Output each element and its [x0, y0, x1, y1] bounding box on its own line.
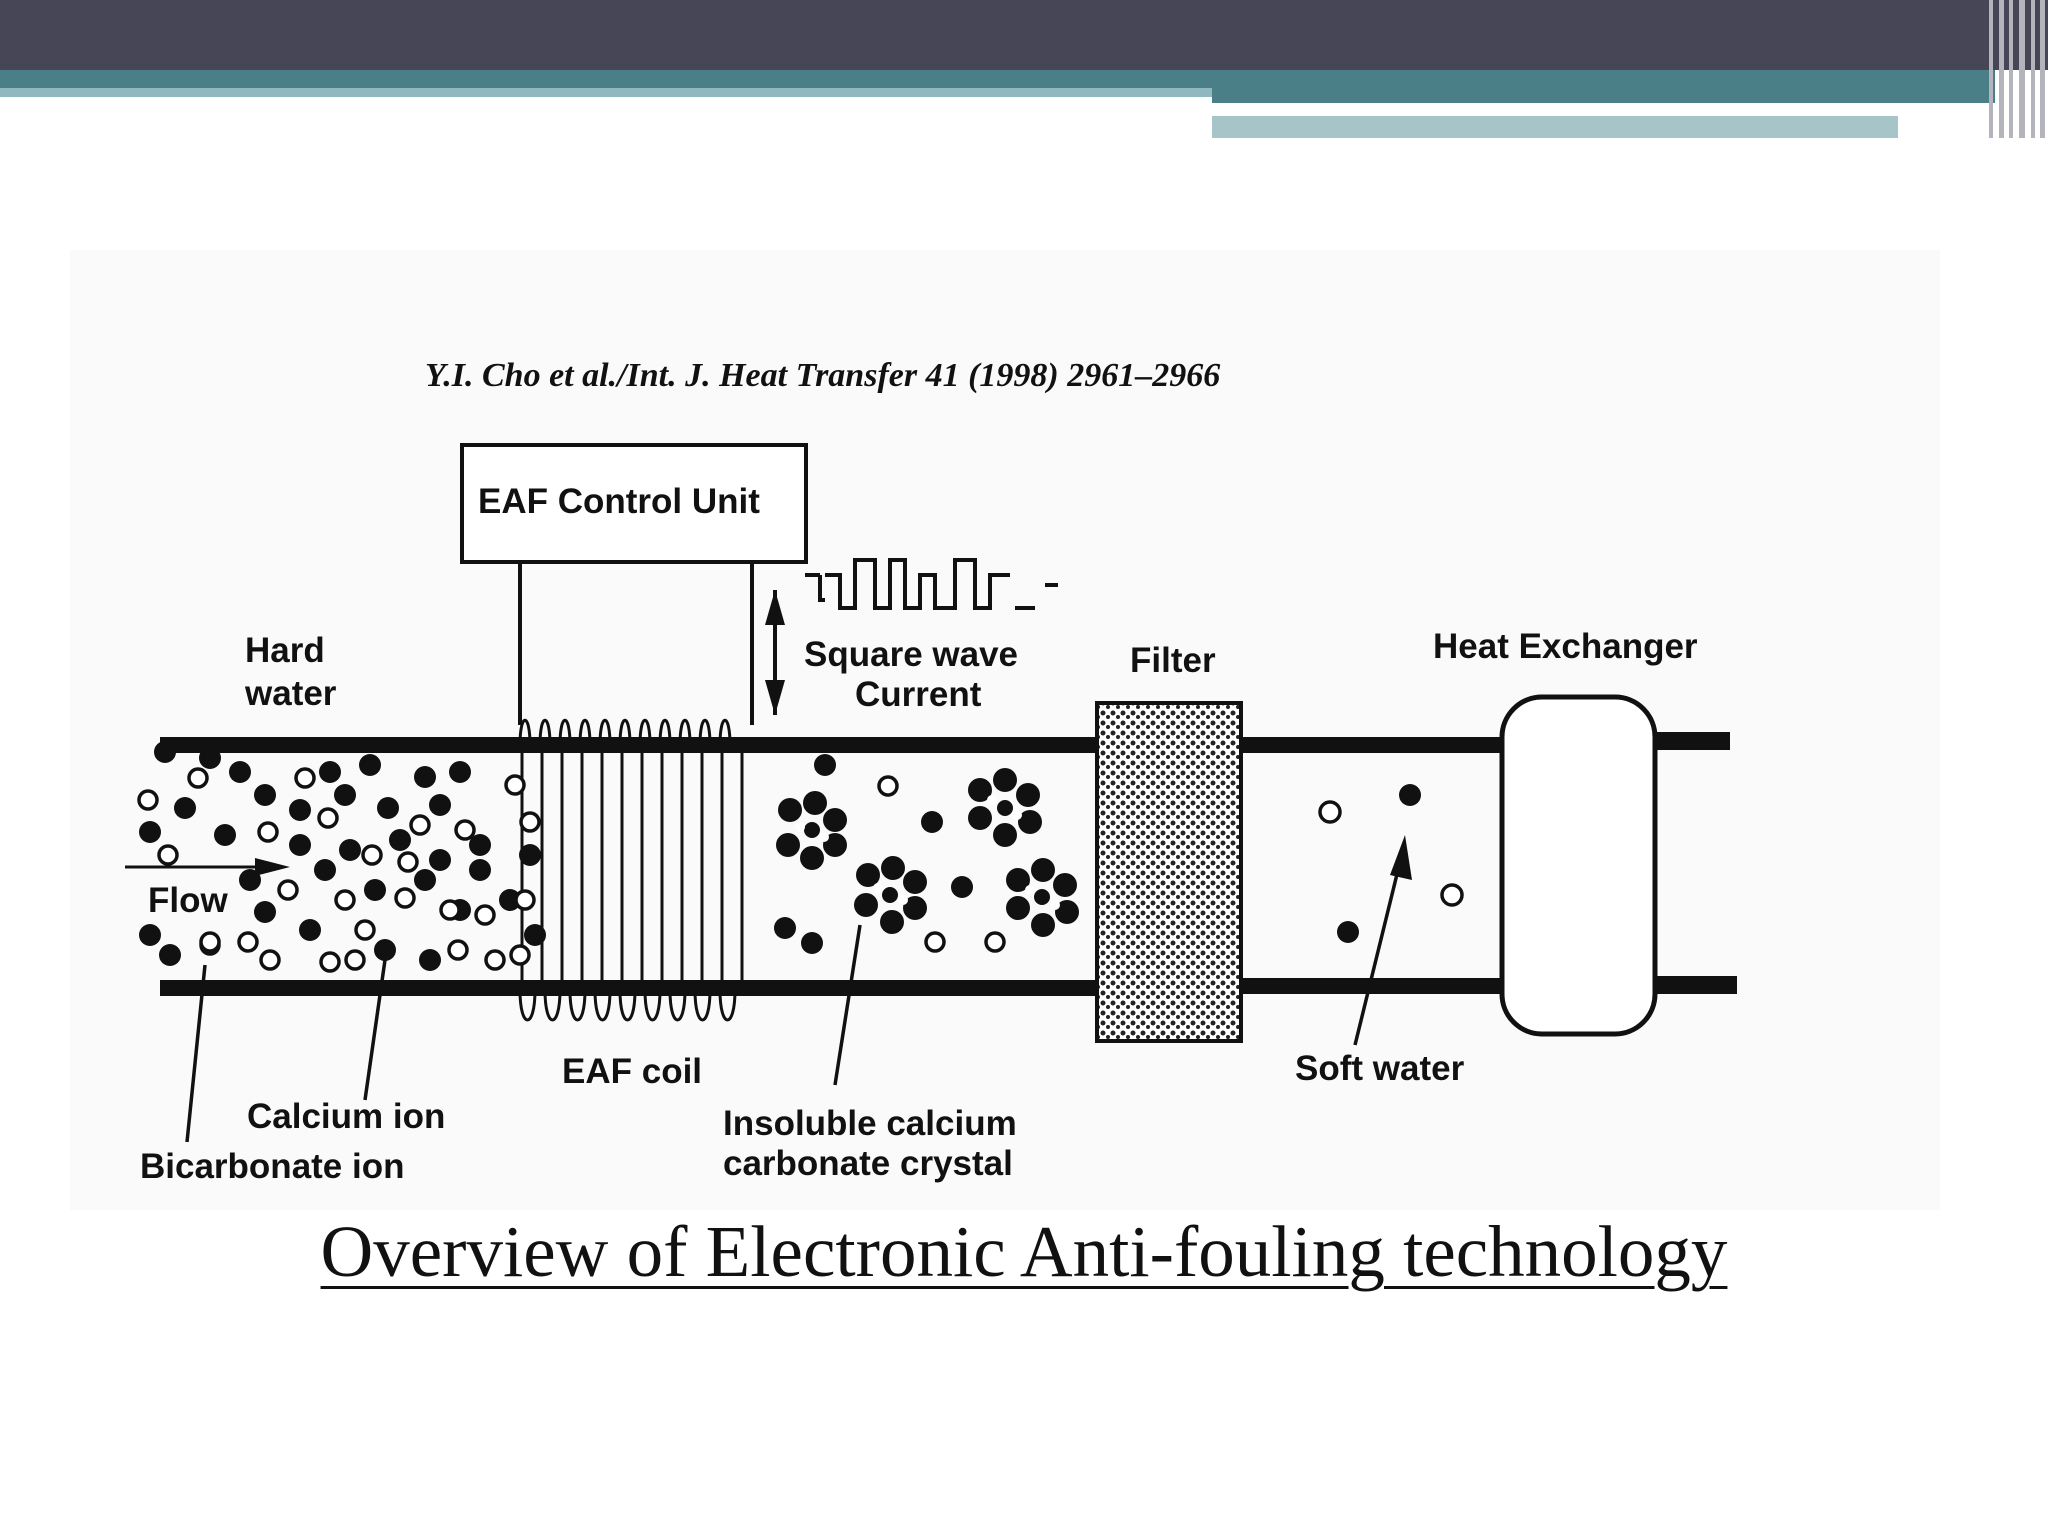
pipe-top-wall-end: [1655, 732, 1730, 750]
crystal-label-1: Insoluble calcium: [723, 1104, 1017, 1143]
header-accent-band: [0, 70, 1995, 88]
wave-arrow-down-icon: [765, 680, 785, 715]
hard-water-ions: [137, 741, 546, 973]
eaf-coil: [518, 719, 744, 1022]
calcium-ion-label: Calcium ion: [247, 1097, 445, 1136]
heat-exchanger-label: Heat Exchanger: [1433, 627, 1698, 666]
soft-water-arrow-icon: [1390, 835, 1412, 880]
square-wave-icon: [805, 558, 1058, 610]
flow-label: Flow: [148, 881, 228, 920]
hard-water-label-1: Hard: [245, 631, 325, 670]
bicarbonate-ion-label: Bicarbonate ion: [140, 1147, 404, 1186]
header-band: [0, 0, 2048, 70]
crystal-clusters: [774, 754, 1079, 954]
square-wave-label-1: Square wave: [804, 635, 1018, 674]
filter-block: [1095, 701, 1243, 1043]
hard-water-label-2: water: [244, 674, 337, 713]
wave-arrow-up-icon: [765, 590, 785, 625]
control-unit-label: EAF Control Unit: [478, 482, 760, 521]
slide-caption: Overview of Electronic Anti-fouling tech…: [320, 1211, 1728, 1292]
header-accent-light: [0, 88, 1212, 97]
reference-text: Y.I. Cho et al./Int. J. Heat Transfer 41…: [425, 357, 1220, 394]
header-accent-thin: [1212, 116, 1898, 138]
pipe-top-wall-mid: [1240, 737, 1502, 753]
soft-water-label: Soft water: [1295, 1049, 1465, 1088]
header-accent-gap: [1212, 110, 1898, 115]
filter-label: Filter: [1130, 641, 1216, 680]
flow-arrow-icon: [255, 858, 290, 876]
eaf-coil-label: EAF coil: [562, 1052, 702, 1091]
pipe-bottom-wall-end: [1655, 976, 1737, 994]
heat-exchanger-box: [1499, 694, 1658, 1037]
leader-lines: [185, 861, 1402, 1143]
soft-water-ions: [1318, 784, 1464, 943]
square-wave-label-2: Current: [855, 675, 982, 714]
pipe-bottom-wall: [160, 980, 1100, 996]
header-accent-right: [1212, 88, 1995, 103]
control-unit-box: [460, 443, 808, 564]
crystal-label-2: carbonate crystal: [723, 1144, 1013, 1183]
header-corner-stripes: [1985, 0, 2048, 138]
